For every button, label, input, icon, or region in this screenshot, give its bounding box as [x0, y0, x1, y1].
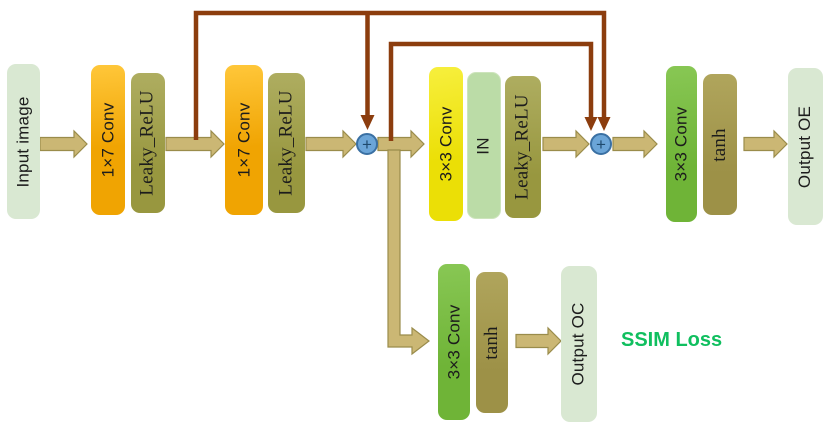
- flow-arrow-tanh-to-output-oc: [515, 326, 562, 356]
- node-instance-norm-label: IN: [474, 136, 493, 155]
- node-conv-3x3-2-label: 3×3 Conv: [671, 106, 691, 182]
- skip-connection-1: [193, 10, 607, 140]
- flow-arrow-relu2-to-add1: [305, 129, 357, 159]
- node-leaky-relu-2: Leaky_ReLU: [268, 73, 305, 213]
- node-output-oe-label: Output OE: [795, 105, 815, 188]
- node-conv-1x7-1: 1×7 Conv: [91, 65, 125, 215]
- node-leaky-relu-2-label: Leaky_ReLU: [275, 90, 297, 196]
- node-tanh-1-label: tanh: [708, 127, 730, 162]
- skip-arrowhead-add2-right: [597, 117, 611, 131]
- add-icon: +: [596, 134, 606, 154]
- add-node-2: +: [590, 133, 612, 155]
- node-tanh-2-label: tanh: [481, 325, 503, 360]
- node-conv-3x3-3: 3×3 Conv: [438, 264, 470, 420]
- node-conv-1x7-2: 1×7 Conv: [225, 65, 263, 215]
- add-node-1: +: [356, 133, 378, 155]
- node-conv-3x3-2: 3×3 Conv: [666, 66, 697, 222]
- node-tanh-1: tanh: [703, 74, 737, 215]
- flow-arrow-add1-to-conv3: [377, 129, 425, 159]
- flow-arrow-input-to-conv1: [39, 129, 88, 159]
- flow-arrow-add2-to-conv4: [612, 129, 658, 159]
- ssim-loss-label: SSIM Loss: [621, 329, 723, 351]
- node-leaky-relu-1: Leaky_ReLU: [131, 73, 165, 213]
- flow-arrow-relu1-to-conv2: [165, 129, 225, 159]
- skip-connection-2: [388, 41, 594, 141]
- skip-arrowhead-add2-left: [584, 117, 598, 131]
- node-instance-norm: IN: [467, 72, 501, 219]
- node-leaky-relu-3-label: Leaky_ReLU: [512, 94, 533, 200]
- node-conv-1x7-2-label: 1×7 Conv: [234, 102, 254, 178]
- flow-arrow-relu3-to-add2: [542, 129, 590, 159]
- node-input-image-label: Input image: [13, 95, 33, 188]
- add-icon: +: [362, 134, 372, 154]
- node-conv-3x3-3-label: 3×3 Conv: [444, 304, 464, 380]
- node-conv-1x7-1-label: 1×7 Conv: [98, 102, 118, 178]
- node-output-oe: Output OE: [788, 68, 823, 225]
- node-tanh-2: tanh: [476, 272, 508, 413]
- flow-arrow-tanh-to-output-oe: [743, 129, 788, 159]
- node-output-oc-label: Output OC: [569, 302, 588, 386]
- node-leaky-relu-3: Leaky_ReLU: [505, 76, 541, 218]
- node-conv-3x3-1: 3×3 Conv: [429, 67, 463, 221]
- node-conv-3x3-1-label: 3×3 Conv: [436, 106, 456, 182]
- skip-arrowhead-add1: [360, 115, 375, 130]
- node-leaky-relu-1-label: Leaky_ReLU: [137, 90, 158, 196]
- node-input-image: Input image: [7, 64, 40, 219]
- branch-arrow-to-conv5: [387, 149, 430, 356]
- node-output-oc: Output OC: [561, 266, 597, 422]
